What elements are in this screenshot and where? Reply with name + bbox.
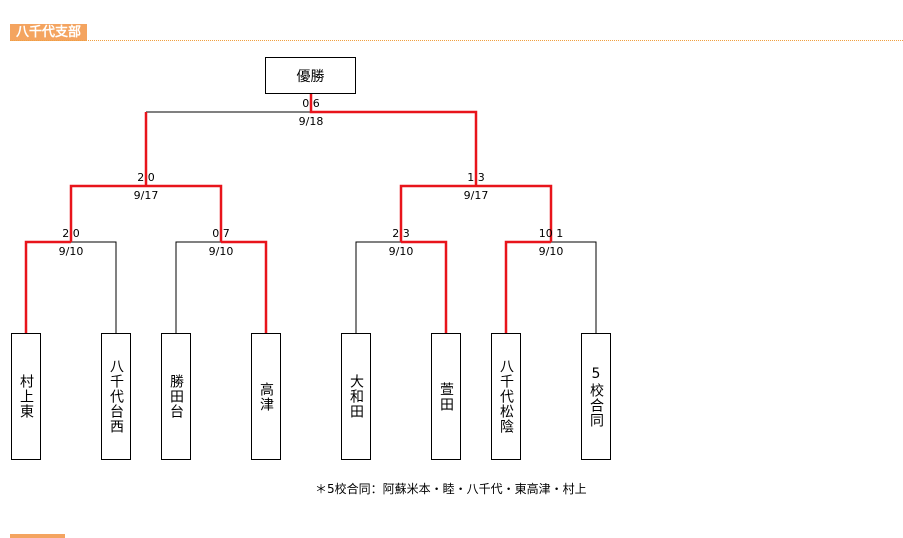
winner-line: [476, 184, 553, 242]
team-box: 八千代台西: [101, 333, 131, 460]
team-box: 勝田台: [161, 333, 191, 460]
final-score: 0 6: [302, 97, 320, 110]
section-title: 八千代支部: [10, 24, 88, 41]
semifinal-date: 9/17: [133, 189, 159, 202]
winner-line: [401, 240, 448, 333]
team-name: 大和田: [348, 374, 364, 419]
winner-line: [221, 240, 268, 333]
semifinal-date: 9/17: [463, 189, 489, 202]
winner-line: [146, 184, 223, 242]
bracket-line: [551, 241, 597, 333]
match-date: 9/10: [208, 245, 234, 258]
champion-box: 優勝: [265, 57, 356, 94]
team-name: 八千代台西: [108, 359, 124, 434]
team-box: 高津: [251, 333, 281, 460]
team-name: 高津: [258, 381, 274, 412]
team-name: 勝田台: [168, 374, 184, 419]
match-score: 2 3: [392, 227, 410, 240]
bracket-line: [175, 241, 221, 333]
winner-line: [309, 94, 478, 186]
winner-line: [504, 240, 551, 333]
semifinal-score: 2 0: [137, 171, 155, 184]
header-divider: [10, 40, 903, 41]
team-name: 村上東: [18, 374, 34, 419]
winner-line: [399, 184, 476, 242]
footnote: ＊5校合同：阿蘇米本・睦・八千代・東高津・村上: [315, 482, 587, 496]
winner-line: [69, 184, 146, 242]
match-score: 10 1: [538, 227, 564, 240]
final-date: 9/18: [298, 115, 324, 128]
bracket-line: [71, 241, 117, 333]
team-box: 萱田: [431, 333, 461, 460]
champion-label: 優勝: [296, 68, 325, 85]
match-score: 2 0: [62, 227, 80, 240]
team-name: 八千代松陰: [498, 359, 514, 434]
winner-line: [24, 240, 71, 333]
next-section-tab: [10, 534, 65, 538]
team-box: 八千代松陰: [491, 333, 521, 460]
team-name: 5校合同: [588, 365, 604, 428]
team-box: 5校合同: [581, 333, 611, 460]
semifinal-score: 1 3: [467, 171, 485, 184]
match-date: 9/10: [58, 245, 84, 258]
team-name: 萱田: [438, 381, 454, 412]
team-box: 大和田: [341, 333, 371, 460]
match-score: 0 7: [212, 227, 230, 240]
bracket-line: [355, 241, 401, 333]
match-date: 9/10: [538, 245, 564, 258]
match-date: 9/10: [388, 245, 414, 258]
team-box: 村上東: [11, 333, 41, 460]
